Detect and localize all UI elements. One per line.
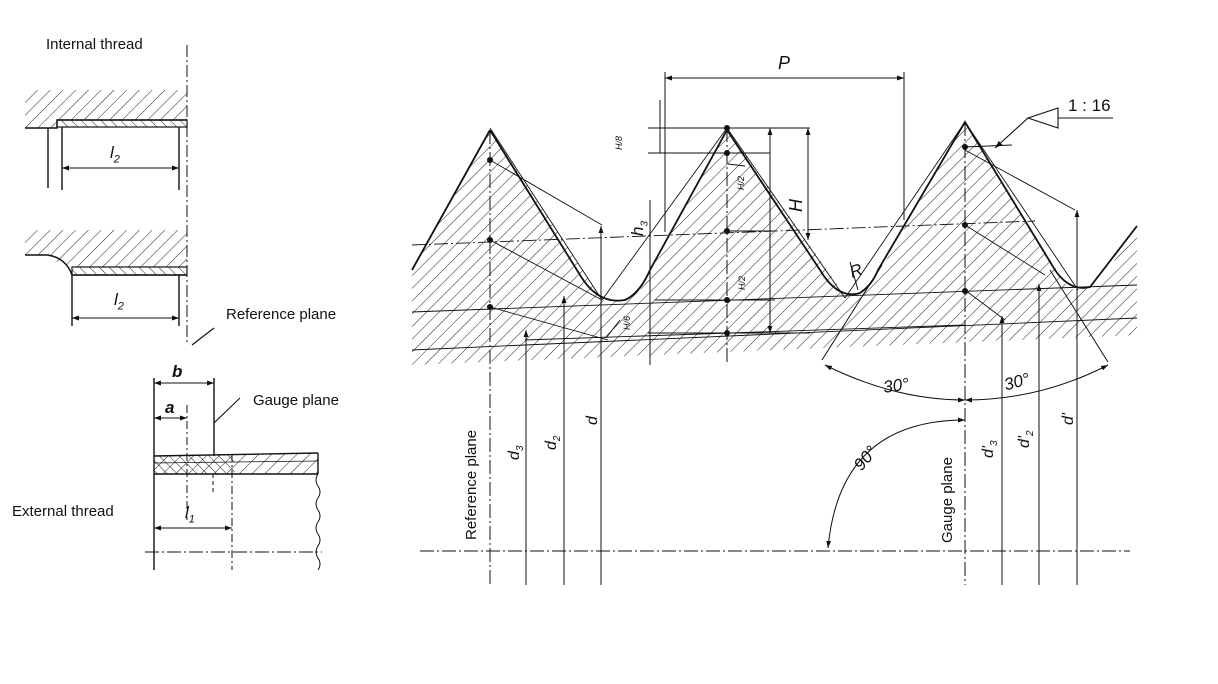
reference-plane-label: Reference plane [463, 429, 480, 540]
d2-prime-label: d'2 [1016, 430, 1037, 448]
thread-profile [411, 72, 1138, 585]
internal-thread-top [25, 90, 188, 190]
pitch-label: P [778, 53, 791, 73]
reference-plane-label-left: Reference plane [226, 306, 337, 323]
H-over-6-label: H/6 [622, 315, 632, 330]
a-label: a [165, 398, 175, 417]
l1-label: l1 [185, 503, 195, 526]
H-over-2-label: H/2 [737, 275, 747, 290]
angle-30-left: 30° [882, 374, 911, 397]
gauge-plane-label-left: Gauge plane [253, 392, 339, 409]
external-thread [145, 327, 322, 571]
l2-top-label: l2 [110, 143, 120, 166]
external-thread-label: External thread [12, 503, 114, 520]
H-label: H [786, 199, 806, 212]
l2-bottom-label: l2 [114, 290, 124, 313]
d3-prime-label: d'3 [980, 440, 1001, 458]
taper-label: 1 : 16 [1068, 96, 1111, 115]
H-over-8-label: H/8 [614, 135, 624, 150]
d-prime-label: d' [1060, 413, 1077, 425]
h3-label: h3 [628, 220, 651, 236]
internal-thread-label: Internal thread [46, 36, 143, 53]
internal-thread-bottom [25, 230, 188, 326]
H-over-2-top-label: H/2 [736, 175, 746, 190]
d-label: d [584, 416, 601, 425]
d2-label: d2 [543, 435, 564, 450]
d3-label: d3 [506, 445, 527, 460]
gauge-plane-label: Gauge plane [939, 457, 956, 543]
b-label: b [172, 362, 183, 381]
